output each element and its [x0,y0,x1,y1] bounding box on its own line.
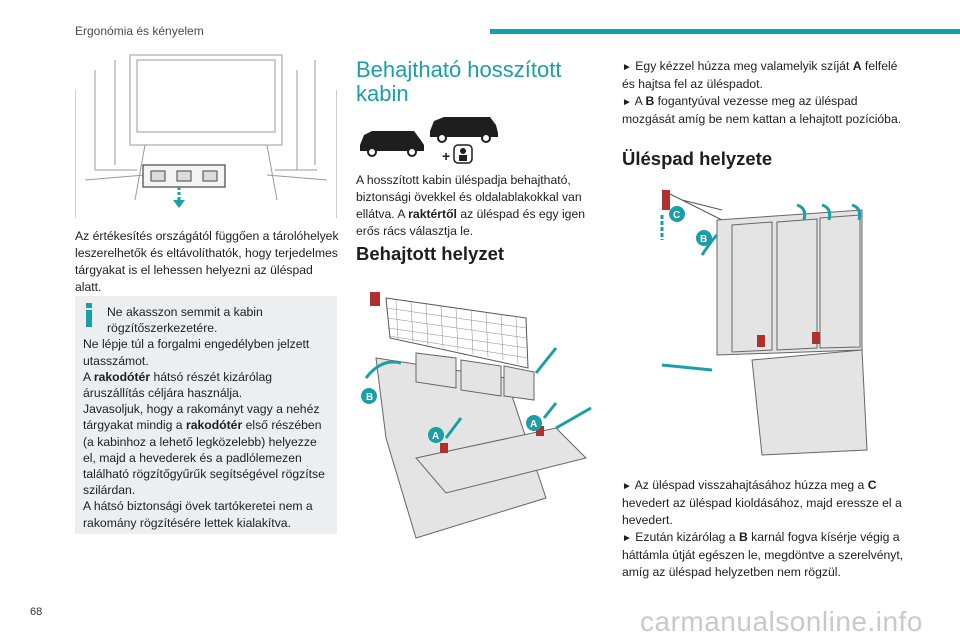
cabin-intro: A hosszított kabin üléspadja behajtható,… [356,173,586,238]
label-b-circle [361,388,377,404]
folded-seat-illustration: B A A [361,292,592,539]
header-accent-bar [490,29,960,34]
van-long-icon [430,117,498,143]
van-icons: + [360,117,498,164]
step-2: ► A B fogantyúval vezesse meg az üléspad… [622,94,902,126]
seat-position-illustration: C B [660,189,868,456]
svg-text:A: A [530,419,537,430]
watermark: carmanualsonline.info [640,606,923,637]
strap-c [662,190,670,210]
cabin-title: Behajtható hosszított kabin [356,57,562,106]
van-icon [360,131,424,157]
folded-subtitle: Behajtott helyzet [356,243,505,264]
info-box: Ne akasszon semmit a kabin rögzítőszerke… [75,296,337,534]
label-b-circle [696,230,712,246]
page-number: 68 [30,606,43,618]
info-icon [86,303,92,327]
svg-text:C: C [673,210,680,221]
seat-position-subtitle: Üléspad helyzete [622,148,773,169]
info-line-2: Ne lépje túl a forgalmi engedélyben jelz… [83,337,310,368]
info-line-3: A rakodótér hátsó részét kizárólag árusz… [83,369,272,401]
step-3: ► Az üléspad visszahajtásához húzza meg … [622,478,902,527]
label-a-right-circle [526,415,542,431]
unfold-steps: ► Az üléspad visszahajtásához húzza meg … [622,477,912,581]
svg-text:B: B [700,234,707,245]
fold-steps: ► Egy kézzel húzza meg valamelyik szíját… [622,58,912,128]
svg-text:A: A [432,431,439,442]
info-line-4: Javasoljuk, hogy a rakományt vagy a nehé… [83,402,325,498]
storage-illustration [75,54,337,218]
strap-right [812,332,820,344]
info-line-5: A hátsó biztonsági övek tartókeretei nem… [83,499,313,530]
seat-option-icon: + [442,144,473,164]
strap-left [757,335,765,347]
svg-text:B: B [366,392,373,403]
label-a-left-circle [428,427,444,443]
strap-top [370,292,380,306]
storage-paragraph: Az értékesítés országától függően a táro… [75,229,339,294]
step-1: ► Egy kézzel húzza meg valamelyik szíját… [622,59,898,91]
info-line-1: Ne akasszon semmit a kabin rögzítőszerke… [107,305,263,336]
strap-a-left [440,443,448,453]
label-c-circle [669,206,685,222]
strap-a-right [536,426,544,436]
section-title: Ergonómia és kényelem [75,24,204,38]
step-4: ► Ezután kizárólag a B karnál fogva kísé… [622,530,904,579]
svg-text:+: + [442,148,450,164]
